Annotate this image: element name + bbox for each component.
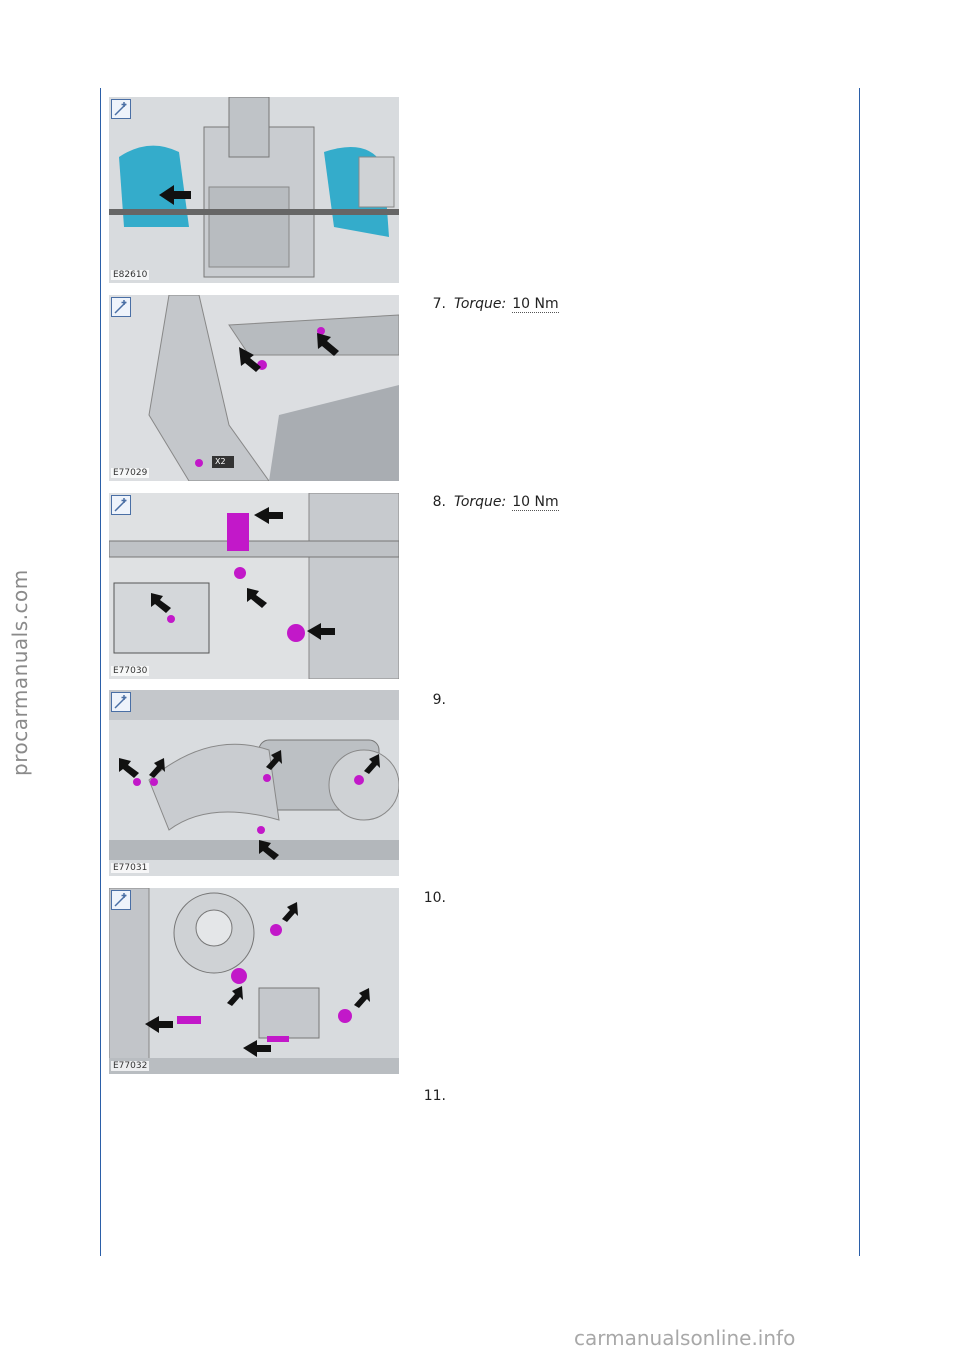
torque-label: Torque:: [454, 494, 507, 510]
callout-label: X2: [215, 457, 226, 466]
figure-code: E77031: [111, 863, 150, 873]
torque-value-link[interactable]: 10 Nm: [512, 296, 559, 313]
step-number: 9.: [432, 692, 446, 708]
left-margin-rule: [100, 88, 101, 1256]
step-9: 9.: [420, 692, 454, 708]
step-7: 7. Torque: 10 Nm: [420, 296, 559, 313]
torque-label: Torque:: [454, 296, 507, 312]
zoom-icon[interactable]: [111, 495, 131, 515]
right-margin-rule: [859, 88, 860, 1256]
figure-code: E82610: [111, 270, 150, 280]
figure-code: E77029: [111, 468, 150, 478]
figure-e77032: E77032: [109, 888, 399, 1074]
zoom-icon[interactable]: [111, 890, 131, 910]
zoom-icon[interactable]: [111, 297, 131, 317]
step-number: 11.: [423, 1088, 446, 1104]
torque-value-link[interactable]: 10 Nm: [512, 494, 559, 511]
figure-code: E77030: [111, 666, 150, 676]
step-number: 8.: [432, 494, 446, 510]
step-8: 8. Torque: 10 Nm: [420, 494, 559, 511]
step-10: 10.: [420, 890, 454, 906]
figure-e77030: E77030: [109, 493, 399, 679]
zoom-icon[interactable]: [111, 99, 131, 119]
figure-e82610: E82610: [109, 97, 399, 283]
bottom-watermark: carmanualsonline.info: [574, 1326, 796, 1350]
step-number: 7.: [432, 296, 446, 312]
figure-e77031: E77031: [109, 690, 399, 876]
figure-illustration: [109, 97, 399, 283]
zoom-icon[interactable]: [111, 692, 131, 712]
figure-e77029: X2 E77029: [109, 295, 399, 481]
step-11: 11.: [420, 1088, 454, 1104]
side-watermark: procarmanuals.com: [8, 569, 32, 776]
figure-code: E77032: [111, 1061, 150, 1071]
step-number: 10.: [423, 890, 446, 906]
